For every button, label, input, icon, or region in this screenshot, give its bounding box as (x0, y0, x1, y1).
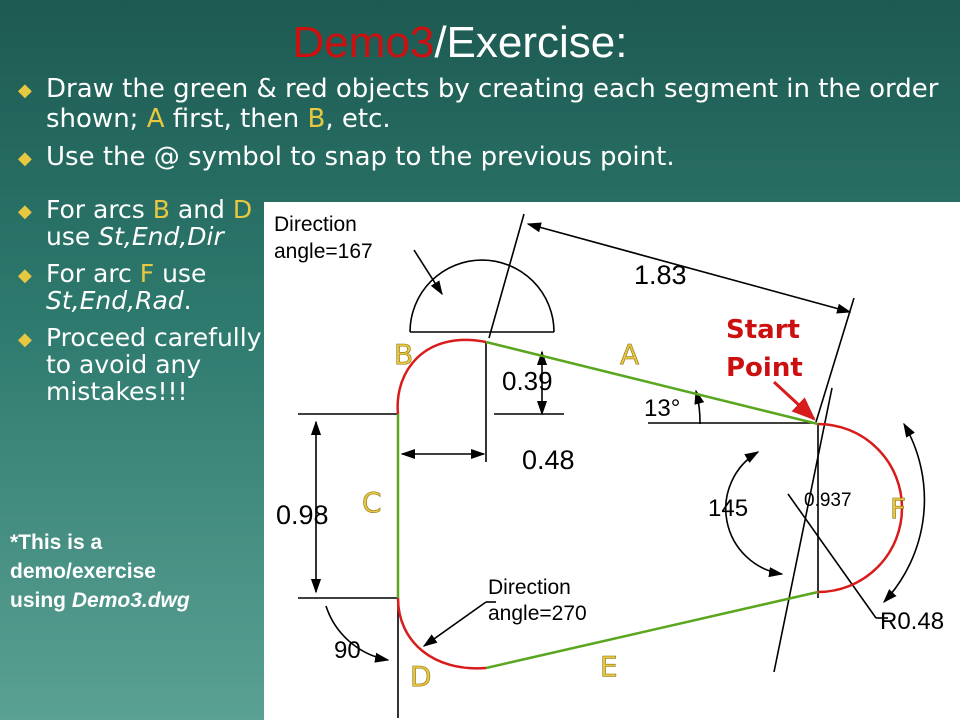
bullet-text: Proceed carefully to avoid any mistakes!… (46, 323, 262, 406)
label-f: F (890, 492, 906, 525)
bullet-marker-icon: ◆ (18, 80, 32, 101)
bullet-text: use (154, 259, 207, 288)
bullet-arcs-bd: ◆ For arcs B and D use St,End,Dir (18, 196, 266, 250)
segment-ref-b: B (152, 195, 170, 224)
start-point-arrow (772, 380, 816, 421)
segment-ref-b: B (307, 104, 326, 134)
start-label-line2: Point (726, 353, 803, 383)
note-line: using (10, 589, 72, 612)
direction-arc-f (883, 422, 926, 604)
start-label-line1: Start (726, 315, 800, 345)
title-rest: /Exercise: (434, 18, 628, 67)
arc-method: St,End,Rad (46, 286, 184, 315)
dim-0-48: 0.48 (522, 445, 575, 475)
extension-line (488, 213, 525, 339)
bullet-arc-f: ◆ For arc F use St,End,Rad. (18, 260, 266, 314)
title-accent: Demo3 (292, 18, 435, 67)
label-b: B (394, 338, 413, 371)
dim-line-183 (526, 222, 852, 314)
top-bullets: ◆ Draw the green & red objects by creati… (18, 74, 958, 180)
dir-top-line2: angle=167 (274, 240, 373, 263)
extension-line (815, 297, 855, 423)
dim-13-deg: 13° (644, 395, 680, 422)
dim-0-98: 0.98 (276, 500, 329, 530)
left-bullets: ◆ For arcs B and D use St,End,Dir ◆ For … (18, 196, 266, 415)
segment-ref-f: F (139, 259, 155, 288)
direction-arc-top (409, 259, 555, 333)
dim-145: 145 (708, 495, 748, 522)
demo-note: *This is a demo/exercise using Demo3.dwg (10, 528, 260, 615)
bullet-text: first, then (164, 104, 308, 134)
bullet-text: For arcs (46, 195, 153, 224)
bullet-marker-icon: ◆ (18, 201, 32, 222)
dir-bot-line2: angle=270 (488, 602, 587, 625)
dim-r0-48: R0.48 (880, 608, 944, 635)
segment-ref-a: A (146, 104, 165, 134)
label-c: C (362, 486, 382, 519)
slide-title: Demo3/Exercise: (0, 18, 920, 68)
bullet-text: and (169, 195, 233, 224)
bullet-snap: ◆ Use the @ symbol to snap to the previo… (18, 142, 958, 172)
bullet-text: Use the @ symbol to snap to the previous… (46, 142, 675, 172)
tangent-line (773, 387, 833, 673)
bullet-text: . (183, 286, 192, 315)
arc-f (817, 422, 904, 594)
dim-1-83: 1.83 (634, 260, 687, 290)
label-e: E (600, 650, 618, 683)
cad-drawing: Direction angle=167 1.83 0.39 0.48 0.98 … (274, 213, 944, 718)
bullet-marker-icon: ◆ (18, 329, 32, 350)
note-filename: Demo3.dwg (71, 589, 190, 612)
bullet-marker-icon: ◆ (18, 265, 32, 286)
note-line: *This is a (10, 531, 103, 554)
arc-b (396, 338, 487, 415)
bullet-text: , etc. (325, 104, 391, 134)
segment-a (485, 340, 819, 426)
arc-d (396, 597, 487, 670)
segment-e (485, 590, 819, 670)
label-d: D (410, 660, 432, 693)
bullet-draw-objects: ◆ Draw the green & red objects by creati… (18, 74, 958, 134)
dir-top-line1: Direction (274, 213, 357, 236)
bullet-proceed: ◆ Proceed carefully to avoid any mistake… (18, 324, 266, 405)
bullet-marker-icon: ◆ (18, 148, 32, 169)
leader-dir-bot (422, 601, 487, 647)
dim-0-39: 0.39 (502, 366, 553, 396)
angle-arc-90 (325, 605, 390, 663)
bullet-text: use (46, 222, 99, 251)
segment-ref-d: D (232, 195, 253, 224)
label-a: A (620, 338, 639, 371)
note-line: demo/exercise (10, 560, 156, 583)
leader-dir-top (413, 249, 443, 296)
angle-arc-13 (694, 389, 705, 425)
angle-arc-145 (724, 451, 784, 578)
bullet-text: Draw the green & red objects by creating… (46, 74, 939, 134)
dim-90: 90 (334, 637, 361, 664)
drawing-panel: Direction angle=167 1.83 0.39 0.48 0.98 … (264, 202, 960, 720)
dir-bot-line1: Direction (488, 576, 571, 599)
radius-leader (787, 493, 877, 619)
dim-0-937: 0.937 (804, 490, 852, 511)
arc-method: St,End,Dir (98, 222, 224, 251)
bullet-text: For arc (46, 259, 140, 288)
